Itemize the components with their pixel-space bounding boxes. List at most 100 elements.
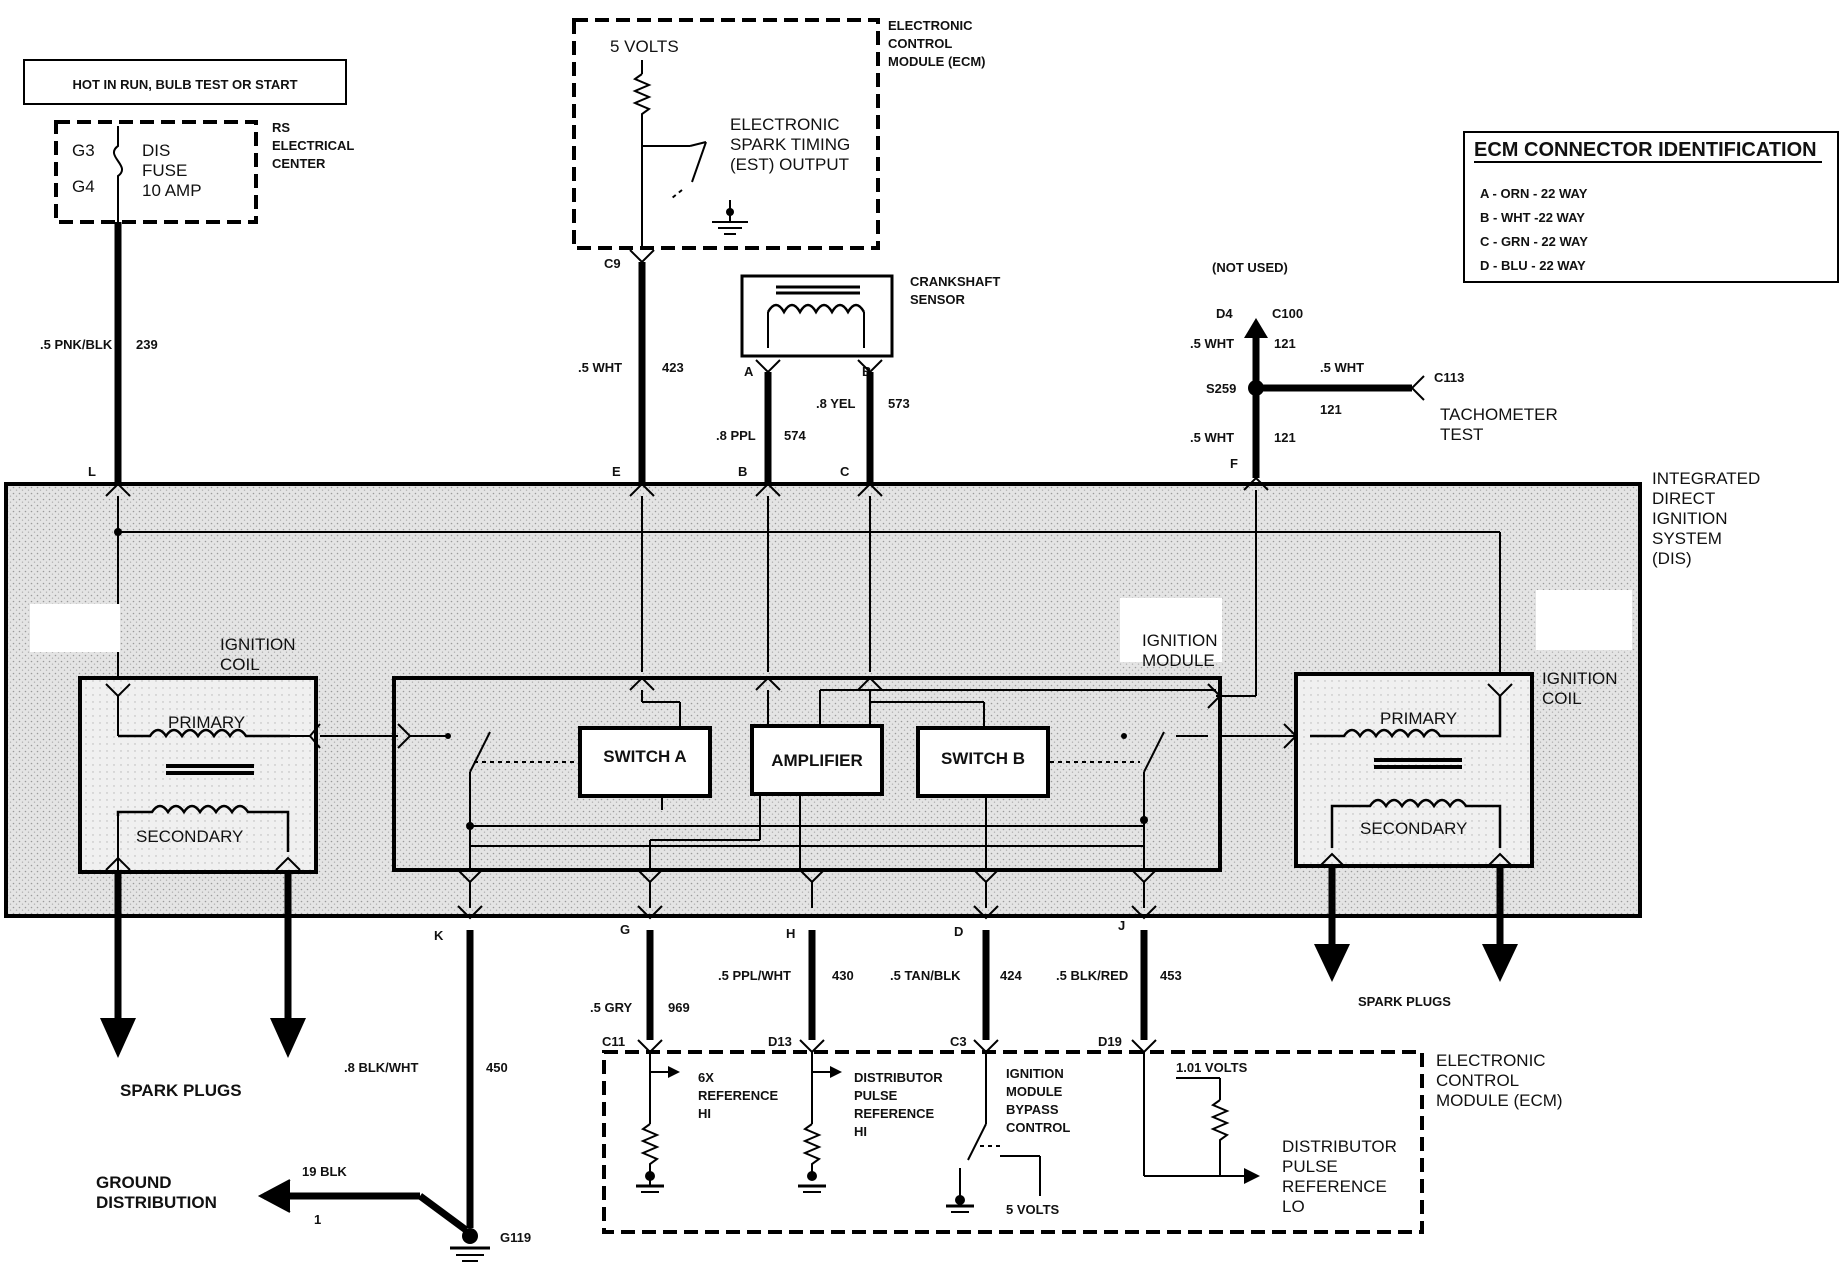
wire-423-color: .5 WHT — [578, 360, 622, 375]
secondary-winding-icon — [116, 804, 290, 852]
fuse-pin-g3: G3 — [72, 141, 95, 160]
coil-left-secondary: SECONDARY — [136, 827, 243, 846]
est-line-3: (EST) OUTPUT — [730, 155, 849, 174]
ignition-coil-right — [1294, 672, 1534, 868]
amplifier-block — [750, 724, 884, 796]
dis-label-5: (DIS) — [1652, 549, 1692, 568]
wire-121c-color: .5 WHT — [1190, 430, 1234, 445]
wire-450: .8 BLK/WHT 450 — [344, 930, 508, 1228]
connector-c113: C113 — [1434, 370, 1464, 385]
connector-d13: D13 — [768, 1034, 792, 1049]
arrow-down-icon — [1482, 944, 1518, 982]
wire-574-color: .8 PPL — [716, 428, 756, 443]
sensor-coil-icon — [766, 303, 866, 315]
ref-hi-1: 6X — [698, 1070, 714, 1085]
wire-423: .5 WHT 423 E — [578, 249, 684, 482]
coil-left-label-1: IGNITION — [220, 635, 296, 654]
ground-wire-label: 19 BLK — [302, 1164, 347, 1179]
wire-969-number: 969 — [668, 1000, 690, 1015]
ecm-bottom-label-1: ELECTRONIC — [1436, 1051, 1546, 1070]
module-label-2: MODULE — [1142, 651, 1215, 670]
spark-plugs-right: SPARK PLUGS — [1314, 866, 1518, 1009]
not-used-label: (NOT USED) — [1212, 260, 1288, 275]
dis-label-4: SYSTEM — [1652, 529, 1722, 548]
ecm-bottom: C11 D13 C3 D19 6X REFERENCE HI DISTRIBUT… — [602, 1034, 1563, 1234]
electrical-center-line-3: CENTER — [272, 156, 326, 171]
bypass-five-volts: 5 VOLTS — [1006, 1202, 1060, 1217]
crank-pin-b: B — [862, 364, 871, 379]
pin-k-label: K — [434, 928, 444, 943]
switch-a-label: SWITCH A — [603, 747, 686, 766]
wire-430: .5 PPL/WHT 430 — [718, 930, 854, 1040]
coil-right-secondary: SECONDARY — [1360, 819, 1467, 838]
electrical-center-line-2: ELECTRICAL — [272, 138, 354, 153]
wire-423-number: 423 — [662, 360, 684, 375]
fuse-line-3: 10 AMP — [142, 181, 202, 200]
fuse-line-1: DIS — [142, 141, 170, 160]
tach-test-1: TACHOMETER — [1440, 405, 1558, 424]
pin-h-label: H — [786, 926, 795, 941]
connector-id-title: ECM CONNECTOR IDENTIFICATION — [1474, 139, 1817, 161]
ecm-bottom-label-3: MODULE (ECM) — [1436, 1091, 1563, 1110]
ground-g119: G119 — [500, 1230, 531, 1245]
crank-sensor-label-2: SENSOR — [910, 292, 966, 307]
amplifier-label: AMPLIFIER — [771, 751, 863, 770]
connector-c9: C9 — [604, 256, 621, 271]
connector-c100: C100 — [1272, 306, 1303, 321]
resistor-icon — [1210, 1099, 1230, 1150]
connector-id-row: D - BLU - 22 WAY — [1480, 258, 1586, 273]
bottom-pins: K G H D J — [434, 918, 1125, 943]
wire-121c-number: 121 — [1274, 430, 1296, 445]
est-line-1: ELECTRONIC — [730, 115, 840, 134]
ecm-top-label-1: ELECTRONIC — [888, 18, 973, 33]
fuse-pin-g4: G4 — [72, 177, 95, 196]
switch-b-block — [916, 726, 1050, 798]
wire-573-color: .8 YEL — [816, 396, 856, 411]
ref-hi-3: HI — [698, 1106, 711, 1121]
primary-winding-icon — [1310, 696, 1502, 739]
wire-453-color: .5 BLK/RED — [1056, 968, 1128, 983]
wire-239-number: 239 — [136, 337, 158, 352]
module-label-1: IGNITION — [1142, 631, 1218, 650]
bypass-1: IGNITION — [1006, 1066, 1064, 1081]
dpr-lo-2: PULSE — [1282, 1157, 1338, 1176]
dpr-hi-4: HI — [854, 1124, 867, 1139]
wire-424-color: .5 TAN/BLK — [890, 968, 961, 983]
wire-573: .8 YEL 573 C — [816, 359, 910, 482]
ecm-bottom-label-2: CONTROL — [1436, 1071, 1519, 1090]
dis-label-2: DIRECT — [1652, 489, 1715, 508]
arrow-down-icon — [100, 1018, 136, 1058]
pin-f-label: F — [1230, 456, 1238, 471]
wire-430-color: .5 PPL/WHT — [718, 968, 791, 983]
ecm-top-volts: 5 VOLTS — [610, 37, 679, 56]
dpr-lo-3: REFERENCE — [1282, 1177, 1387, 1196]
wire-969-color: .5 GRY — [590, 1000, 632, 1015]
pin-d4: D4 — [1216, 306, 1233, 321]
wire-121a-color: .5 WHT — [1190, 336, 1234, 351]
dis-module: INTEGRATED DIRECT IGNITION SYSTEM (DIS) … — [4, 469, 1760, 920]
pin-d-label: D — [954, 924, 963, 939]
dpr-hi-2: PULSE — [854, 1088, 898, 1103]
connector-id-row: A - ORN - 22 WAY — [1480, 186, 1588, 201]
fuse-block-header: HOT IN RUN, BULB TEST OR START — [72, 77, 297, 92]
bypass-2: MODULE — [1006, 1084, 1063, 1099]
connector-id-row: C - GRN - 22 WAY — [1480, 234, 1588, 249]
bypass-4: CONTROL — [1006, 1120, 1070, 1135]
wire-239-color: .5 PNK/BLK — [40, 337, 113, 352]
wire-969: .5 GRY 969 — [590, 930, 690, 1040]
wire-574: .8 PPL 574 B — [716, 359, 806, 482]
pin-j-label: J — [1118, 918, 1125, 933]
dpr-lo-4: LO — [1282, 1197, 1305, 1216]
ground-distribution: GROUND DISTRIBUTION 19 BLK 1 G119 — [96, 1164, 531, 1262]
connector-c11: C11 — [602, 1034, 625, 1049]
coil-right-primary: PRIMARY — [1380, 709, 1457, 728]
tach-circuit: (NOT USED) D4 C100 S259 C113 TACHOMETER … — [1190, 260, 1558, 478]
pin-l-label: L — [88, 464, 96, 479]
dis-label-1: INTEGRATED — [1652, 469, 1760, 488]
fuse-block: HOT IN RUN, BULB TEST OR START G3 G4 DIS… — [23, 59, 354, 224]
up-arrow-icon — [1244, 318, 1268, 338]
pin-g-label: G — [620, 922, 630, 937]
pin-b-label: B — [738, 464, 747, 479]
connector-id-row: B - WHT -22 WAY — [1480, 210, 1585, 225]
